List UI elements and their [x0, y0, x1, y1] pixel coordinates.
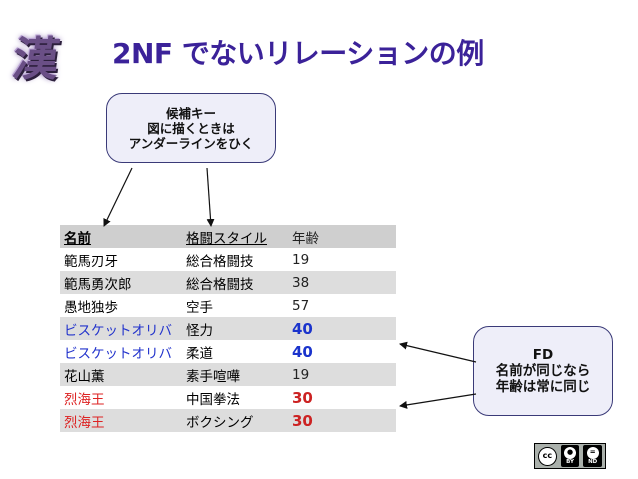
- cell-style: 素手喧嘩: [186, 368, 240, 385]
- table-row: 烈海王 ボクシング 30: [60, 409, 396, 432]
- logo: 漢: [8, 28, 64, 90]
- arrow-to-row-retsu: [399, 393, 477, 409]
- table-row: 烈海王 中国拳法 30: [60, 386, 396, 409]
- arrow-to-name-column: [103, 167, 133, 227]
- relation-table: 名前 格闘スタイル 年齢 範馬刃牙 総合格闘技 19 範馬勇次郎 総合格闘技 3…: [60, 225, 396, 432]
- person-icon: ●: [564, 446, 577, 459]
- callout-line: 図に描くときは: [147, 120, 235, 136]
- cell-style: 怪力: [186, 322, 213, 339]
- cell-age: 38: [292, 274, 310, 291]
- candidate-key-callout: 候補キー 図に描くときは アンダーラインをひく: [106, 93, 276, 163]
- table-row: 愚地独歩 空手 57: [60, 294, 396, 317]
- cell-age: 30: [292, 411, 313, 430]
- header-style: 格闘スタイル: [186, 230, 267, 247]
- table-row: ビスケットオリバ 怪力 40: [60, 317, 396, 340]
- table-row: ビスケットオリバ 柔道 40: [60, 340, 396, 363]
- fd-callout: FD 名前が同じなら 年齢は常に同じ: [473, 326, 613, 416]
- kanji-logo-icon: 漢: [9, 32, 63, 86]
- equals-icon: =: [586, 446, 599, 459]
- callout-line: 年齢は常に同じ: [495, 379, 591, 395]
- cell-name: ビスケットオリバ: [64, 345, 172, 362]
- cell-age: 19: [292, 366, 310, 383]
- callout-line: アンダーラインをひく: [128, 135, 254, 151]
- by-label: BY: [566, 458, 574, 465]
- cell-style: 総合格闘技: [186, 253, 254, 270]
- table-row: 範馬勇次郎 総合格闘技 38: [60, 271, 396, 294]
- table-row: 範馬刃牙 総合格闘技 19: [60, 248, 396, 271]
- by-attribution: ● BY: [560, 445, 580, 467]
- cell-name: 烈海王: [64, 414, 105, 431]
- cell-style: ボクシング: [186, 414, 254, 431]
- cell-age: 57: [292, 297, 310, 314]
- cell-style: 柔道: [186, 345, 213, 362]
- cell-style: 総合格闘技: [186, 276, 254, 293]
- cell-name: 烈海王: [64, 391, 105, 408]
- cell-name: 範馬勇次郎: [64, 276, 132, 293]
- cell-age: 40: [292, 342, 313, 361]
- cc-license-badge[interactable]: cc ● BY = ND: [534, 443, 606, 469]
- cell-style: 空手: [186, 299, 213, 316]
- cell-name: 花山薫: [64, 368, 105, 385]
- cell-style: 中国拳法: [186, 391, 240, 408]
- nd-noderivs: = ND: [583, 445, 602, 467]
- callout-line: FD: [532, 347, 554, 363]
- cell-name: 愚地独歩: [64, 299, 118, 316]
- arrow-to-style-column: [206, 167, 215, 227]
- cell-age: 30: [292, 388, 313, 407]
- cell-name: 範馬刃牙: [64, 253, 118, 270]
- table-row: 花山薫 素手喧嘩 19: [60, 363, 396, 386]
- arrow-to-row-oliva: [399, 341, 477, 363]
- callout-line: 候補キー: [165, 105, 216, 121]
- cell-name: ビスケットオリバ: [64, 322, 172, 339]
- cell-age: 19: [292, 251, 310, 268]
- header-name: 名前: [64, 230, 91, 247]
- nd-label: ND: [588, 458, 598, 465]
- slide-title: 2NF でないリレーションの例: [112, 37, 484, 70]
- callout-line: 名前が同じなら: [495, 363, 591, 379]
- cc-icon: cc: [538, 446, 557, 466]
- table-header-row: 名前 格闘スタイル 年齢: [60, 225, 396, 248]
- cell-age: 40: [292, 319, 313, 338]
- header-age: 年齢: [292, 230, 319, 247]
